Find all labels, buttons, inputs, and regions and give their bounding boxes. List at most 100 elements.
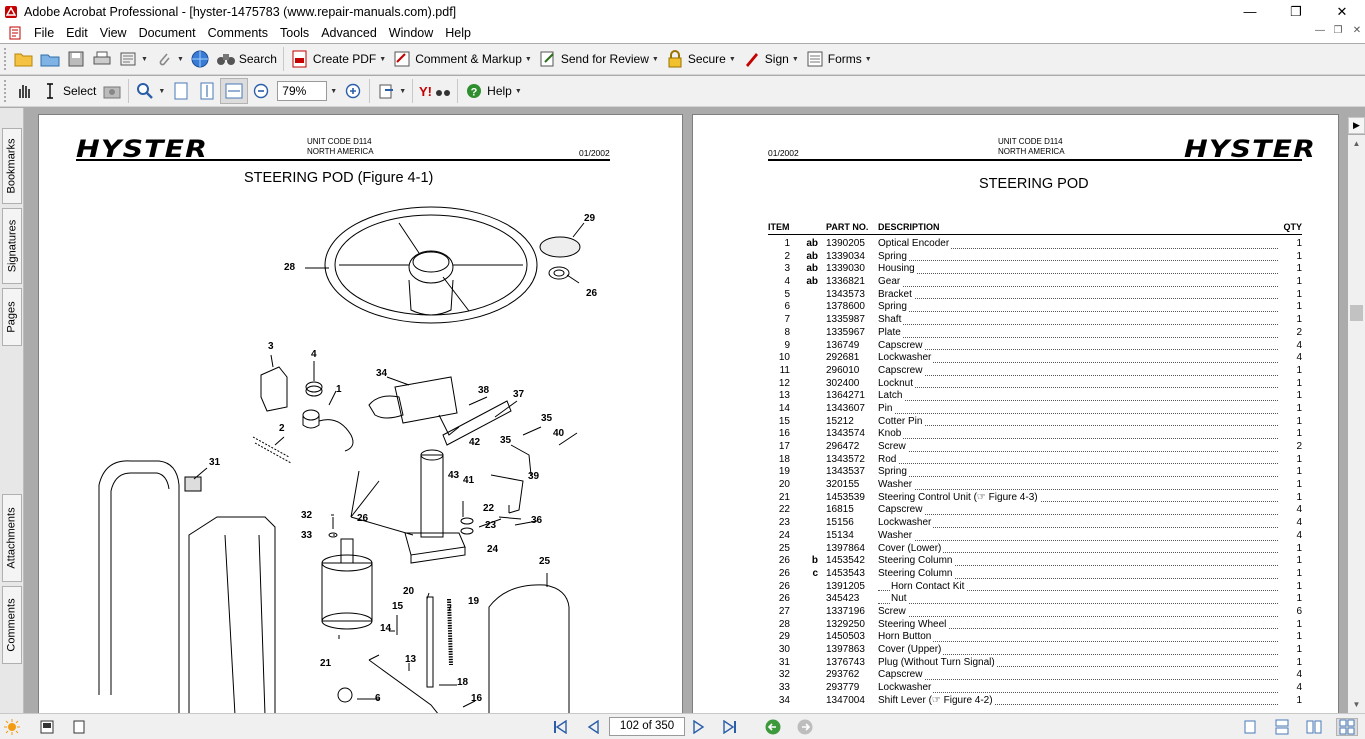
callout-28: 28 xyxy=(284,262,296,273)
single-page-layout-button[interactable] xyxy=(1240,718,1260,736)
dot-leader xyxy=(878,476,1278,478)
secure-button[interactable]: Secure▼ xyxy=(662,46,739,72)
menu-file[interactable]: File xyxy=(34,26,55,40)
chevron-down-icon: ▼ xyxy=(864,55,872,63)
rotate-button[interactable]: ▼ xyxy=(373,78,409,104)
dot-leader xyxy=(878,704,1278,706)
hand-tool-button[interactable] xyxy=(11,78,37,104)
zoom-select[interactable]: ▼ xyxy=(274,78,340,104)
send-review-button[interactable]: Send for Review▼ xyxy=(535,46,662,72)
callout-1: 1 xyxy=(336,384,342,395)
tab-bookmarks[interactable]: Bookmarks xyxy=(2,128,22,204)
page-icon xyxy=(171,81,191,101)
minimize-button[interactable]: — xyxy=(1243,4,1257,19)
callout-34: 34 xyxy=(376,368,388,379)
tab-bookmarks-label: Bookmarks xyxy=(6,138,18,194)
description: Bracket xyxy=(878,288,914,300)
dot-leader xyxy=(878,247,1278,249)
tab-pages[interactable]: Pages xyxy=(2,288,22,346)
fit-page-button[interactable] xyxy=(194,78,220,104)
yahoo-search-button[interactable]: Y! xyxy=(416,78,454,104)
tab-comments[interactable]: Comments xyxy=(2,586,22,664)
menu-tools[interactable]: Tools xyxy=(280,26,310,40)
quantity: 4 xyxy=(1296,504,1302,516)
doc-close-button[interactable]: ✕ xyxy=(1352,25,1362,36)
web-button[interactable] xyxy=(187,46,213,72)
quantity: 1 xyxy=(1296,428,1302,440)
menu-document[interactable]: Document xyxy=(138,26,196,40)
menu-help[interactable]: Help xyxy=(445,26,471,40)
email-button[interactable]: ▼ xyxy=(115,46,151,72)
dot-leader xyxy=(878,615,1278,617)
continuous-layout-button[interactable] xyxy=(1272,718,1292,736)
open-button[interactable] xyxy=(11,46,37,72)
tab-signatures[interactable]: Signatures xyxy=(2,208,22,284)
tab-comments-label: Comments xyxy=(6,598,18,652)
pane-toggle-button[interactable]: ▶ xyxy=(1348,117,1365,134)
snapshot-button[interactable] xyxy=(99,78,125,104)
description-cell: Lockwasher xyxy=(878,682,1278,695)
fit-width-button[interactable] xyxy=(220,78,249,104)
applicability-code xyxy=(790,378,820,391)
scroll-down-icon[interactable]: ▼ xyxy=(1352,700,1361,709)
doc-restore-button[interactable]: ❐ xyxy=(1333,25,1343,36)
toolbar-grip[interactable] xyxy=(4,80,8,102)
next-page-button[interactable] xyxy=(688,718,710,736)
forms-button[interactable]: Forms▼ xyxy=(802,46,875,72)
description: Lockwasher xyxy=(878,682,934,694)
description: Steering Wheel xyxy=(878,618,949,630)
attach-button[interactable]: ▼ xyxy=(151,46,187,72)
zoom-in-tool-button[interactable]: ▼ xyxy=(132,78,168,104)
col-description: DESCRIPTION xyxy=(878,222,940,232)
help-button[interactable]: ?Help▼ xyxy=(461,78,525,104)
restore-button[interactable]: ❐ xyxy=(1290,3,1302,19)
applicability-code xyxy=(790,479,820,492)
previous-page-button[interactable] xyxy=(582,718,604,736)
sign-button[interactable]: Sign▼ xyxy=(739,46,802,72)
description: Steering Control Unit (☞ Figure 4-3) xyxy=(878,491,1040,503)
menu-view[interactable]: View xyxy=(99,26,127,40)
menu-comments[interactable]: Comments xyxy=(207,26,268,40)
page-number-field[interactable]: 102 of 350 xyxy=(609,717,685,736)
go-forward-button[interactable] xyxy=(794,718,816,736)
doc-minimize-button[interactable]: — xyxy=(1315,25,1325,36)
menu-edit[interactable]: Edit xyxy=(66,26,88,40)
dot-leader xyxy=(878,374,1278,376)
first-page-button[interactable] xyxy=(549,718,571,736)
select-tool-button[interactable]: Select xyxy=(37,78,99,104)
item-number: 19 xyxy=(778,466,790,478)
facing-layout-button[interactable] xyxy=(1304,718,1324,736)
print-button[interactable] xyxy=(89,46,115,72)
save-button[interactable] xyxy=(63,46,89,72)
dot-leader xyxy=(878,514,1278,516)
go-back-button[interactable] xyxy=(762,718,784,736)
comment-markup-button[interactable]: Comment & Markup▼ xyxy=(389,46,535,72)
zoom-out-button[interactable] xyxy=(248,78,274,104)
continuous-facing-layout-button[interactable] xyxy=(1336,718,1358,736)
tab-attachments[interactable]: Attachments xyxy=(2,494,22,582)
description: Washer xyxy=(878,529,915,541)
menu-window[interactable]: Window xyxy=(388,26,434,40)
zoom-input[interactable] xyxy=(277,81,328,101)
triangle-right-icon: ▶ xyxy=(1353,120,1360,130)
toolbar-grip[interactable] xyxy=(4,48,8,70)
scroll-thumb[interactable] xyxy=(1350,305,1363,321)
doc-properties-button[interactable] xyxy=(38,718,56,736)
zoom-in-button[interactable] xyxy=(340,78,366,104)
description-cell: Washer xyxy=(878,479,1278,492)
vertical-scrollbar[interactable]: ▲ ▼ xyxy=(1348,135,1365,713)
close-button[interactable]: ✕ xyxy=(1336,3,1348,19)
menu-advanced[interactable]: Advanced xyxy=(321,26,377,40)
create-pdf-button[interactable]: Create PDF▼ xyxy=(287,46,389,72)
search-button[interactable]: Search xyxy=(213,46,280,72)
actual-size-button[interactable] xyxy=(168,78,194,104)
last-page-button[interactable] xyxy=(719,718,741,736)
dot-leader xyxy=(878,399,1278,401)
scroll-up-icon[interactable]: ▲ xyxy=(1352,139,1361,148)
organizer-button[interactable] xyxy=(37,46,63,72)
